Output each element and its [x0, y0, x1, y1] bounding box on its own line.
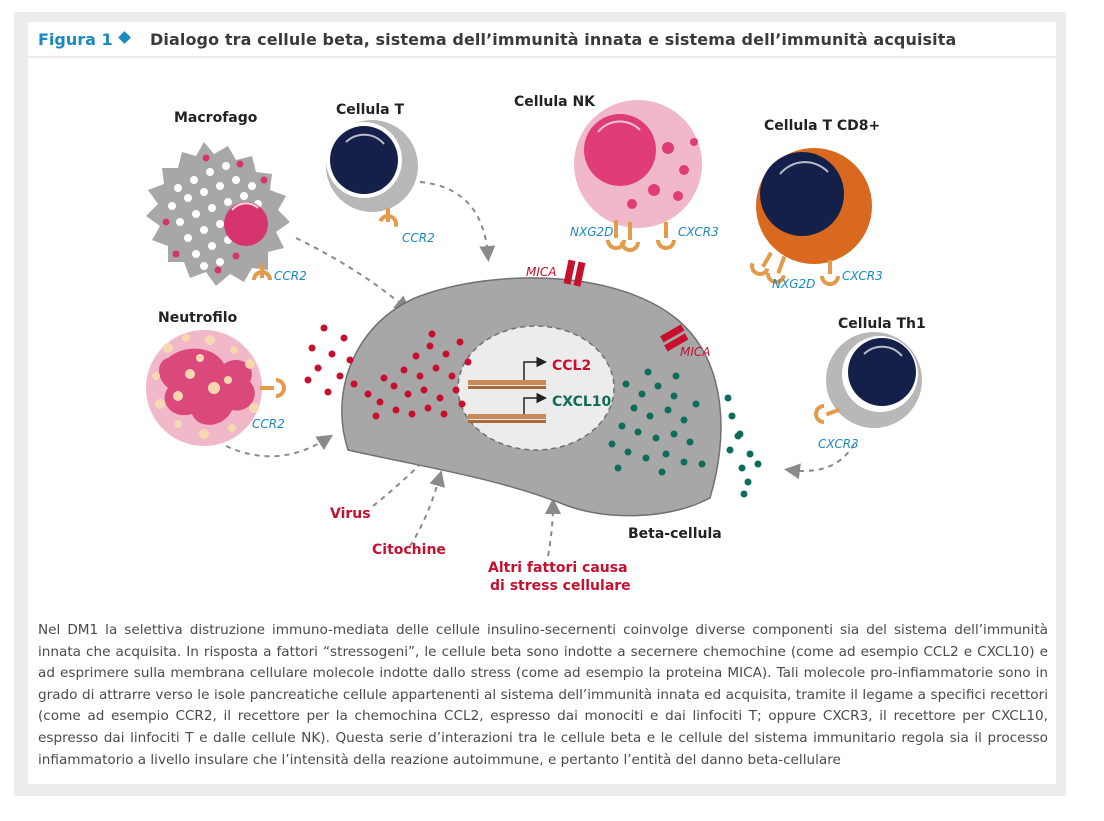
ccl2-dots-cell: [364, 330, 472, 420]
label-ccr2-macrofago: CCR2: [274, 269, 307, 283]
arrow-altri: [544, 498, 561, 557]
mica-right-molecule: [660, 324, 689, 352]
label-nxg2d-nk: NXG2D: [570, 225, 613, 239]
beta-cell: [341, 259, 722, 517]
cellula-t-nucleus: [330, 126, 398, 194]
label-nxg2d-cd8: NXG2D: [772, 277, 815, 291]
macrofago-nucleus: [224, 202, 268, 246]
th1-nucleus: [848, 338, 916, 406]
label-cxcl10: CXCL10: [552, 394, 612, 410]
cell-labels: Macrofago Cellula T Cellula NK Cellula T…: [158, 94, 926, 542]
macrofago-cell: [146, 142, 290, 286]
label-altri-line1: Altri fattori causa: [488, 560, 628, 576]
label-ccl2: CCL2: [552, 358, 591, 374]
cxcr3-receptor-cd8: [820, 260, 840, 286]
arrow-citochine: [409, 470, 445, 547]
nxg2d-receptor-cd8: [750, 251, 787, 284]
label-ccr2-neutrofilo: CCR2: [252, 417, 285, 431]
arrow-th1: [784, 443, 855, 480]
figure-header: Figura 1 Dialogo tra cellule beta, siste…: [28, 22, 1056, 56]
cellula-t-cd8-cell: [750, 148, 872, 286]
label-beta-cellula: Beta-cellula: [628, 526, 722, 542]
label-altri-line2: di stress cellulare: [490, 578, 631, 594]
receptor-labels: CCR2 CCR2 CCR2 NXG2D CXCR3 NXG2D CXCR3 C…: [252, 225, 883, 451]
figure-title: Dialogo tra cellule beta, sistema dell’i…: [150, 30, 957, 49]
label-macrofago: Macrofago: [174, 110, 258, 126]
cd8-nucleus: [760, 152, 844, 236]
arrow-virus: [372, 443, 441, 507]
label-mica-right: MICA: [680, 345, 710, 359]
cellula-th1-cell: [814, 332, 922, 428]
immune-diagram: Macrofago Cellula T Cellula NK Cellula T…: [146, 94, 926, 594]
ccl2-dots-released: [304, 324, 358, 396]
figure-label: Figura 1: [38, 30, 113, 49]
label-virus: Virus: [330, 506, 371, 522]
arrow-neutrofilo: [225, 434, 334, 458]
ccr2-receptor-cellula-t: [378, 208, 398, 228]
cxcr3-receptor-th1: [814, 404, 841, 424]
label-cellula-nk: Cellula NK: [514, 94, 596, 110]
cxcl10-dots-released: [724, 394, 762, 498]
stress-factor-labels: Virus Citochine Altri fattori causa di s…: [330, 506, 631, 594]
figure-panel: Macrofago Cellula T Cellula NK Cellula T…: [28, 58, 1056, 784]
molecule-labels: MICA MICA CCL2 CXCL10: [526, 265, 710, 410]
gene-ccl2: [468, 356, 547, 389]
neutrofilo-cell: [146, 330, 286, 446]
label-citochine: Citochine: [372, 542, 446, 558]
label-ccr2-cellula-t: CCR2: [402, 231, 435, 245]
cxcr3-receptor-nk: [656, 222, 676, 250]
cxcl10-dots-cell: [608, 368, 706, 476]
label-cxcr3-cd8: CXCR3: [842, 269, 883, 283]
attraction-arrows: [225, 181, 855, 557]
diamond-icon: [118, 31, 131, 44]
label-cellula-t-cd8: Cellula T CD8+: [764, 118, 880, 134]
cellula-nk-cell: [574, 100, 702, 252]
mica-top-molecule: [563, 259, 586, 287]
nk-nucleus: [584, 114, 656, 186]
nxg2d-receptor-nk: [606, 220, 640, 252]
label-mica-top: MICA: [526, 265, 556, 279]
ccr2-receptor-macrofago: [252, 264, 272, 280]
label-cellula-t: Cellula T: [336, 102, 404, 118]
label-cxcr3-nk: CXCR3: [678, 225, 719, 239]
label-cxcr3-th1: CXCR3: [818, 437, 859, 451]
label-neutrofilo: Neutrofilo: [158, 310, 238, 326]
gene-cxcl10: [468, 392, 547, 423]
label-cellula-th1: Cellula Th1: [838, 316, 926, 332]
cellula-t-cell: [326, 120, 418, 228]
ccr2-receptor-neutrofilo: [260, 378, 286, 398]
arrow-cellula-t: [419, 181, 496, 262]
figure-caption: Nel DM1 la selettiva distruzione immuno-…: [38, 622, 1048, 768]
arrow-macrofago: [295, 237, 411, 312]
